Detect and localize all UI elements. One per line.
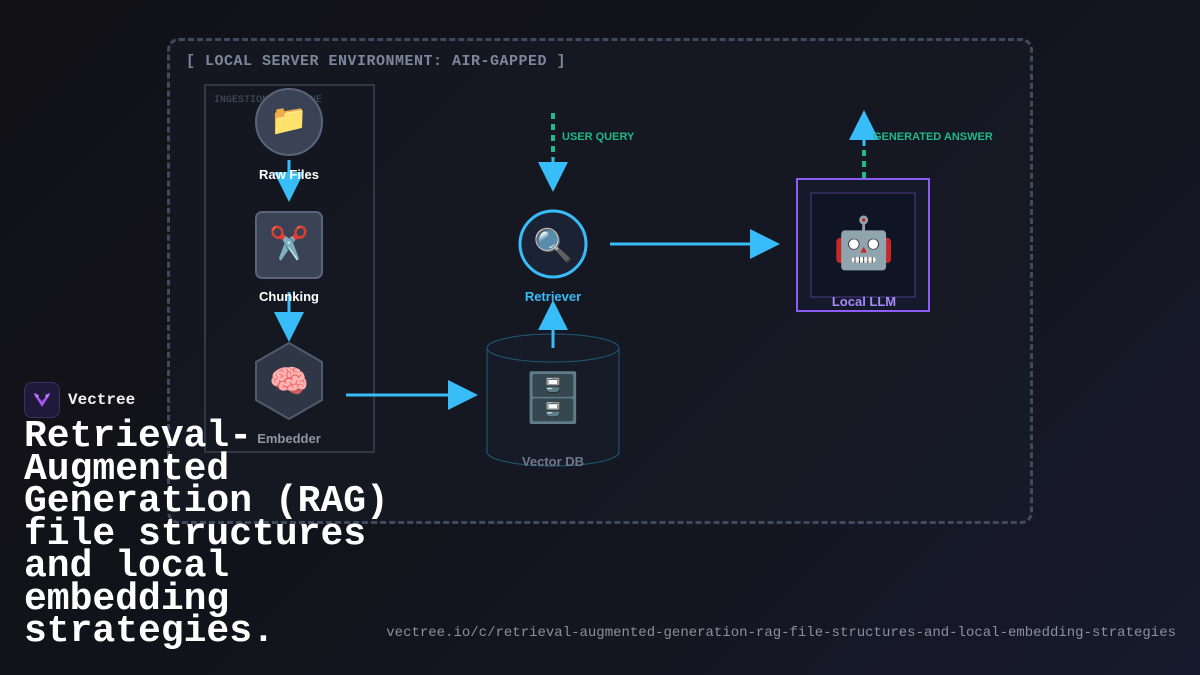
environment-title: [ LOCAL SERVER ENVIRONMENT: AIR-GAPPED ] [186,53,567,70]
local-llm-label: Local LLM [831,294,897,309]
brand-name: Vectree [68,391,136,409]
magnifier-icon: 🔍 [533,226,573,264]
retriever-label: Retriever [524,289,582,304]
chunking-label: Chunking [259,289,319,304]
local-llm-node [796,178,930,312]
raw-files-label: Raw Files [259,167,319,182]
brain-icon: 🧠 [269,362,309,400]
scissors-icon: ✂️ [269,224,309,262]
generated-answer-label: GENERATED ANSWER [873,131,993,143]
page-url: vectree.io/c/retrieval-augmented-generat… [386,625,1176,641]
folder-icon: 📁 [270,103,308,138]
vector-db-label: Vector DB [521,454,585,469]
file-cabinet-icon: 🗄️ [523,370,583,426]
brand: Vectree [24,382,135,418]
embedder-node [255,341,323,421]
robot-icon: 🤖 [832,214,896,272]
raw-files-node [255,88,323,156]
ingestion-pipeline-frame [204,84,375,453]
retriever-node [518,209,588,279]
chunking-node [255,211,323,279]
vector-db-node [486,333,620,467]
user-query-label: USER QUERY [562,131,635,143]
embedder-label: Embedder [257,431,321,446]
vectree-logo-icon [24,382,60,418]
page-headline: Retrieval-Augmented Generation (RAG) fil… [24,415,389,653]
